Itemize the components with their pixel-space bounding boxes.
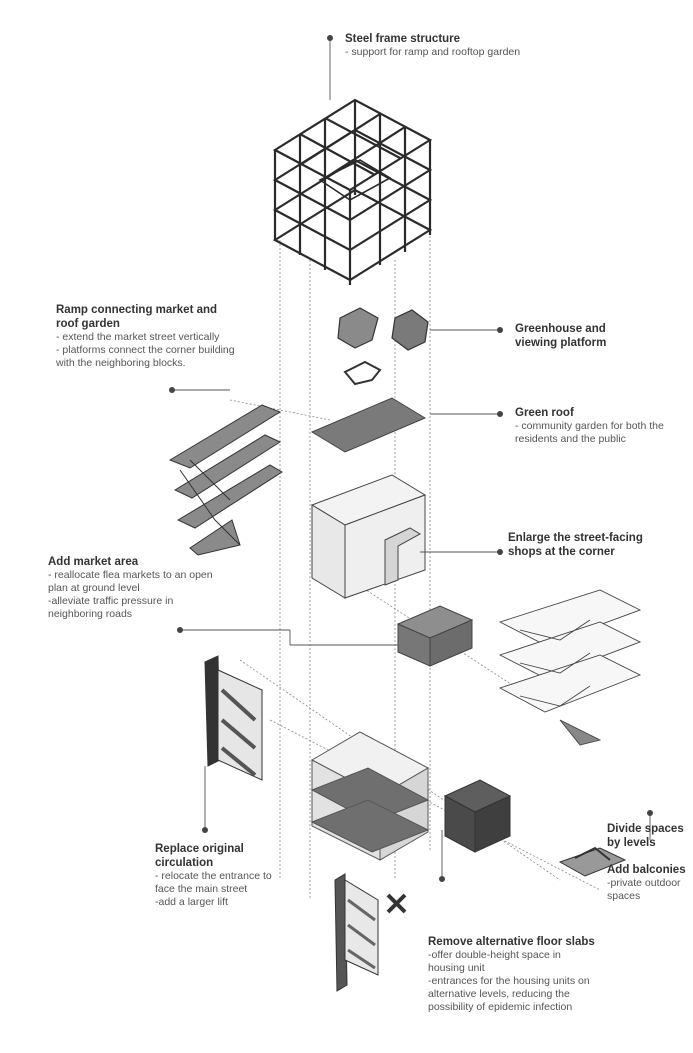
divide-spaces-annotation: Divide spaces by levels bbox=[607, 822, 691, 850]
green-roof-annotation: Green roof - community garden for both t… bbox=[515, 406, 675, 446]
floor-slabs-annotation: Remove alternative floor slabs -offer do… bbox=[428, 935, 598, 1014]
circulation-title: Replace original circulation bbox=[155, 843, 244, 869]
greenhouse-viewing-platform bbox=[337, 307, 429, 386]
green-roof-desc: - community garden for both the resident… bbox=[515, 420, 664, 445]
ramp-annotation: Ramp connecting market and roof garden -… bbox=[56, 303, 236, 370]
ramp-platforms bbox=[168, 404, 283, 556]
green-roof-title: Green roof bbox=[515, 407, 574, 419]
balconies-annotation: Add balconies -private outdoor spaces bbox=[607, 863, 691, 903]
green-roof-marker bbox=[497, 411, 503, 417]
floor-slabs-desc: -offer double-height space in housing un… bbox=[428, 949, 590, 1013]
market-area-title: Add market area bbox=[48, 556, 139, 568]
steel-frame-desc: - support for ramp and rooftop garden bbox=[345, 46, 521, 58]
leader-lines bbox=[175, 40, 651, 878]
steel-frame-structure bbox=[272, 98, 433, 285]
street-shops-annotation: Enlarge the street-facing shops at the c… bbox=[508, 531, 678, 559]
ramp-outline bbox=[179, 459, 241, 546]
market-area-marker bbox=[177, 627, 183, 633]
ramp-marker bbox=[169, 387, 175, 393]
balconies-title: Add balconies bbox=[607, 864, 686, 876]
floor-slabs-marker bbox=[439, 876, 445, 882]
ramp-title: Ramp connecting market and roof garden bbox=[56, 304, 218, 330]
divide-spaces-marker bbox=[647, 810, 653, 816]
ramp-desc: - extend the market street vertically - … bbox=[56, 331, 235, 369]
circulation-tower bbox=[204, 655, 263, 781]
street-shops-marker bbox=[497, 549, 503, 555]
balcony-element bbox=[558, 846, 627, 877]
greenhouse-marker bbox=[497, 327, 503, 333]
main-building-block bbox=[310, 474, 427, 599]
circulation-annotation: Replace original circulation - relocate … bbox=[155, 842, 285, 909]
circulation-desc: - relocate the entrance to face the main… bbox=[155, 870, 272, 908]
greenhouse-title: Greenhouse and viewing platform bbox=[515, 323, 607, 349]
steel-frame-annotation: Steel frame structure - support for ramp… bbox=[345, 32, 575, 59]
market-area-annotation: Add market area - reallocate flea market… bbox=[48, 555, 228, 621]
floor-slabs-title: Remove alternative floor slabs bbox=[428, 936, 595, 948]
market-area-block bbox=[396, 605, 474, 667]
street-shops-title: Enlarge the street-facing shops at the c… bbox=[508, 532, 643, 558]
balconies-desc: -private outdoor spaces bbox=[607, 877, 681, 902]
steel-frame-title: Steel frame structure bbox=[345, 33, 461, 45]
market-area-desc: - reallocate flea markets to an open pla… bbox=[48, 569, 213, 620]
divide-spaces-title: Divide spaces by levels bbox=[607, 823, 684, 849]
market-floor-plans bbox=[498, 589, 642, 746]
greenhouse-annotation: Greenhouse and viewing platform bbox=[515, 322, 645, 350]
dark-housing-unit bbox=[443, 779, 512, 853]
steel-frame-marker bbox=[327, 35, 333, 41]
green-roof-slab bbox=[310, 397, 427, 453]
housing-block bbox=[310, 731, 430, 861]
removed-circulation bbox=[334, 873, 407, 992]
circulation-marker bbox=[202, 827, 208, 833]
